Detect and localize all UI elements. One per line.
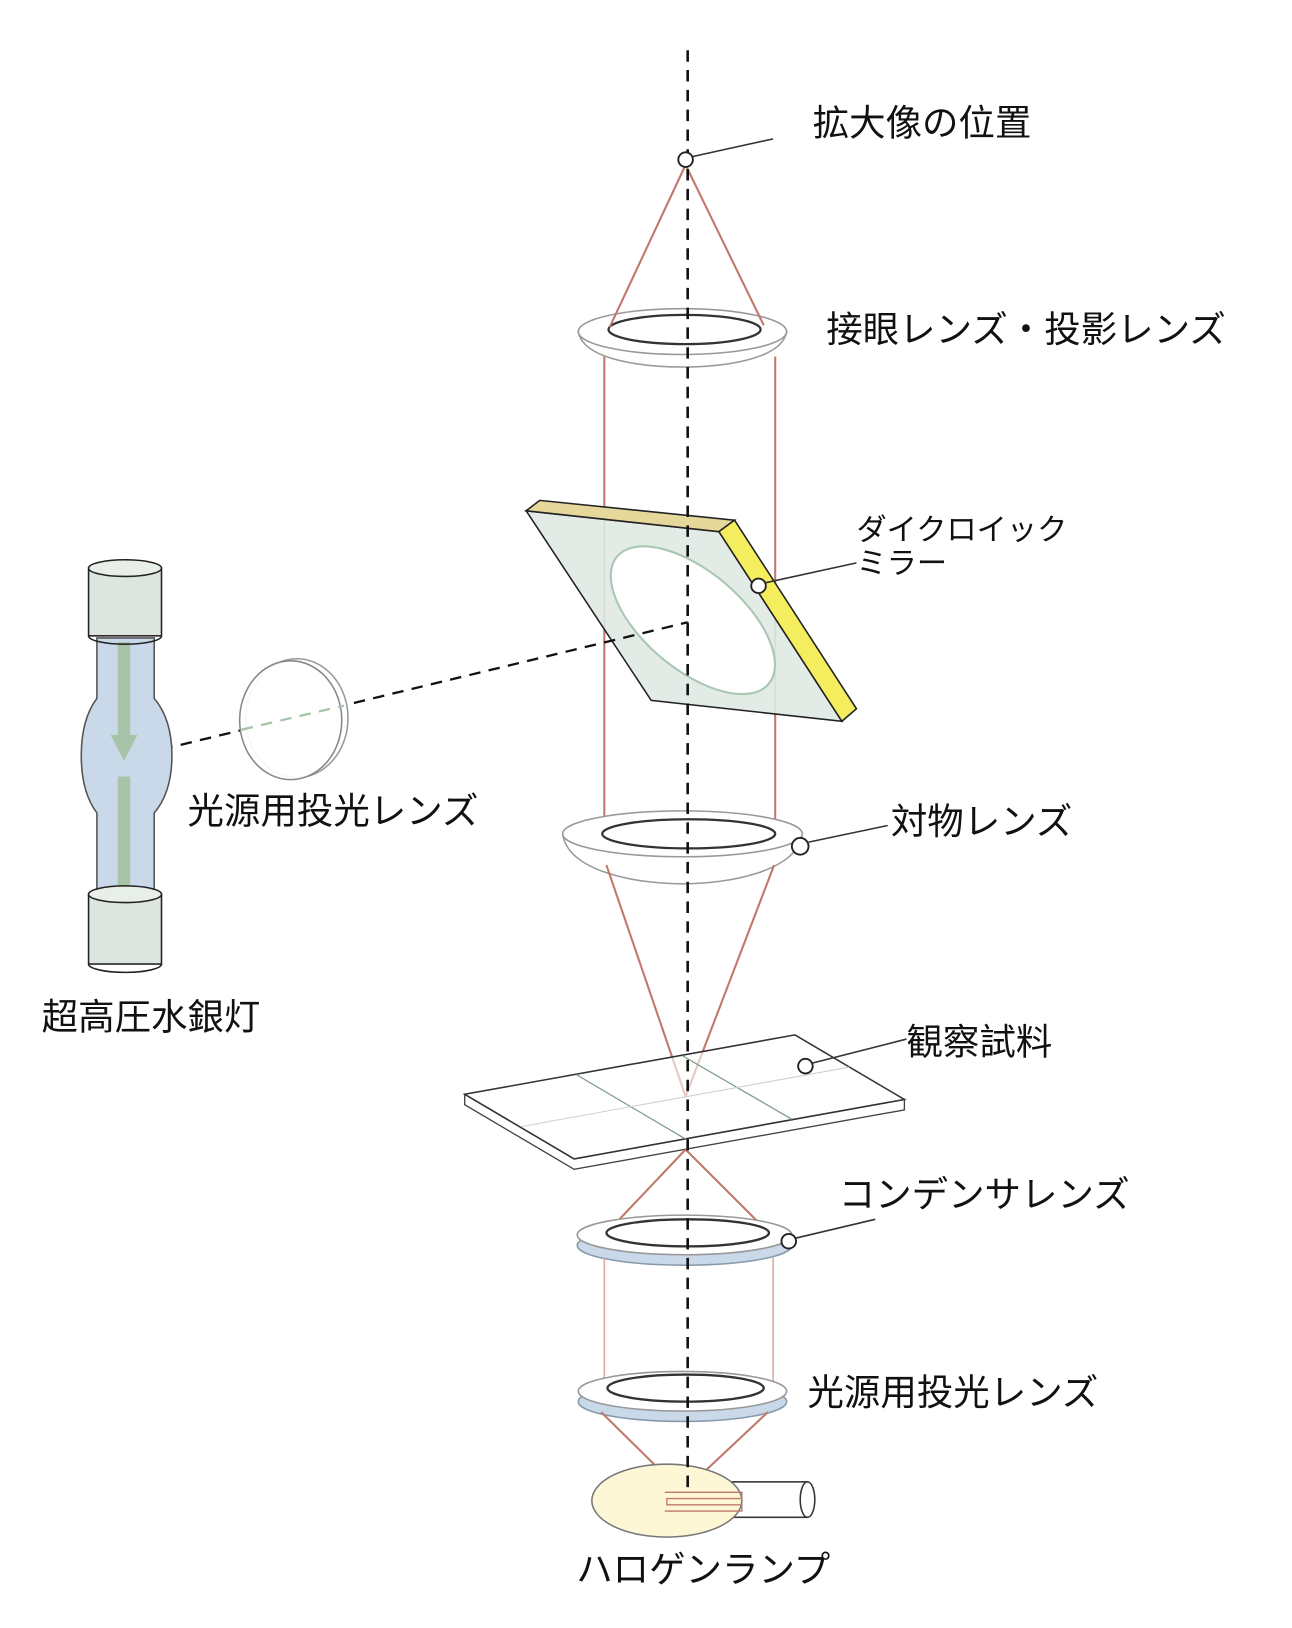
marker-dichroic-mirror — [750, 577, 767, 595]
label-mercury-lamp: 超高圧水銀灯 — [42, 996, 261, 1039]
excitation-beam — [122, 621, 688, 760]
leader-condenser-lens — [795, 1218, 876, 1239]
light-source-lens-bottom-top — [577, 1370, 788, 1412]
mercury-lamp-top-cap-body — [87, 567, 163, 637]
light-source-lens-left-beam — [241, 704, 345, 731]
halogen-lamp-socket-end — [799, 1481, 816, 1519]
mercury-lamp-bottom-cap-rim — [87, 963, 163, 974]
ray-image-left — [608, 164, 687, 328]
leader-dichroic-mirror — [765, 562, 857, 584]
dichroic-mirror-side-edge — [717, 519, 858, 723]
leader-specimen — [812, 1038, 907, 1064]
leader-magnified-image — [692, 138, 774, 158]
mercury-lamp-bottom-cap — [87, 885, 163, 974]
ray-condenser-right — [684, 1148, 765, 1229]
label-condenser-lens: コンデンサレンズ — [839, 1173, 1130, 1216]
objective-lens — [561, 810, 804, 885]
label-eyepiece-projection-lens: 接眼レンズ・投影レンズ — [826, 308, 1226, 351]
halogen-lamp-filament — [664, 1491, 743, 1512]
light-source-lens-bottom-inner — [606, 1373, 765, 1403]
condenser-lens-top — [576, 1214, 793, 1256]
mercury-lamp — [80, 558, 173, 974]
label-light-source-lens-left: 光源用投光レンズ — [188, 789, 479, 832]
dichroic-mirror — [524, 499, 858, 723]
halogen-lamp — [591, 1463, 816, 1538]
ray-image-right — [684, 164, 765, 326]
mercury-lamp-arrow-head — [110, 734, 138, 761]
marker-condenser-lens — [780, 1232, 797, 1250]
label-magnified-image-position: 拡大像の位置 — [813, 102, 1032, 145]
label-specimen: 観察試料 — [906, 1021, 1052, 1064]
label-objective-lens: 対物レンズ — [891, 800, 1073, 843]
marker-specimen — [797, 1057, 814, 1075]
eyepiece-lens — [577, 307, 788, 368]
objective-lens-top — [561, 810, 804, 858]
mercury-lamp-arrow-shaft-bottom — [117, 776, 131, 892]
light-source-lens-left-front — [238, 660, 343, 781]
label-dichroic-mirror-line1: ダイクロイック — [856, 513, 1067, 548]
leader-objective-lens — [808, 824, 888, 843]
mercury-lamp-top-cap-rim — [87, 635, 163, 645]
light-source-lens-bottom — [577, 1370, 788, 1423]
dichroic-mirror-aperture — [609, 545, 777, 696]
mercury-lamp-top-cap — [87, 558, 163, 645]
mercury-lamp-bottom-cap-end — [87, 885, 163, 904]
label-dichroic-mirror-line2: ミラー — [856, 546, 947, 581]
label-halogen-lamp: ハロゲンランプ — [576, 1548, 830, 1591]
specimen-slide-line-c — [520, 1066, 850, 1128]
label-light-source-lens-bottom: 光源用投光レンズ — [808, 1371, 1099, 1414]
eyepiece-lens-inner — [607, 313, 762, 346]
condenser-lens — [576, 1214, 793, 1266]
marker-magnified-image — [677, 151, 694, 168]
mercury-lamp-top-cap-end — [87, 558, 163, 578]
ray-condenser-left — [608, 1148, 687, 1231]
specimen-slide — [462, 1034, 907, 1171]
marker-objective-lens — [790, 837, 810, 856]
mercury-lamp-arrow-shaft-top — [117, 642, 131, 738]
mercury-lamp-bottom-cap-body — [87, 893, 163, 965]
light-source-lens-left — [238, 657, 349, 781]
